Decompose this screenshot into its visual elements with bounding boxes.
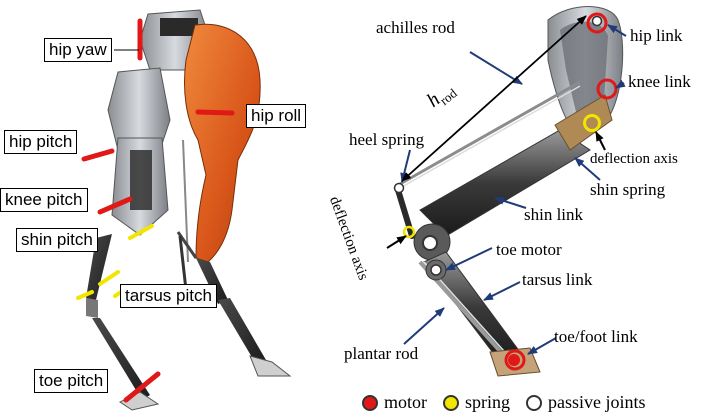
label-plantar-rod: plantar rod: [344, 344, 419, 363]
label-heel-spring: heel spring: [349, 130, 425, 149]
cassie-robot-illustration: [76, 9, 292, 411]
label-shin-pitch: shin pitch: [16, 228, 98, 252]
legend-item-spring: spring: [443, 392, 510, 413]
legend-motor-label: motor: [384, 392, 427, 412]
label-knee-link: knee link: [628, 72, 691, 91]
shin-link-arrow: [494, 196, 527, 209]
heel-passive-marker: [393, 182, 405, 194]
label-shin-spring: shin spring: [590, 180, 666, 199]
label-shin-link: shin link: [524, 205, 584, 224]
legend-passive-label: passive joints: [548, 392, 646, 412]
label-knee-pitch: knee pitch: [0, 188, 88, 212]
toe-motor-marker: [504, 349, 526, 371]
hip-link-motor-marker: [586, 12, 608, 34]
deflection-axis-right-arrow: [595, 131, 606, 151]
passive-dot-icon: [526, 394, 542, 411]
knee-link-motor-marker: [596, 78, 618, 100]
label-hip-pitch: hip pitch: [4, 130, 78, 154]
legend: motor spring passive joints: [362, 392, 662, 413]
toe-foot-link-arrow: [527, 337, 557, 355]
tarsus-link-arrow: [483, 281, 521, 301]
deflection-axis-left-arrow: [386, 235, 407, 249]
label-hip-roll: hip roll: [246, 104, 307, 128]
motor-dot-icon: [362, 394, 378, 411]
legend-item-motor: motor: [362, 392, 427, 413]
plantar-rod-arrow: [403, 307, 445, 345]
hip-link-arrow: [607, 24, 627, 37]
label-tarsus-pitch: tarsus pitch: [120, 284, 217, 308]
hip-link-passive-marker: [591, 15, 603, 27]
knee-link-arrow: [615, 79, 626, 89]
h-rod-dimension: [401, 15, 587, 182]
label-toe-pitch: toe pitch: [34, 369, 109, 393]
toe-motor-arrow: [445, 247, 493, 271]
tarsus-passive-marker: [430, 264, 442, 276]
knee-passive-marker: [422, 235, 438, 251]
legend-spring-label: spring: [465, 392, 510, 412]
heel-spring-marker: [402, 225, 416, 239]
label-tarsus-link: tarsus link: [522, 270, 593, 289]
legend-item-passive: passive joints: [526, 392, 646, 413]
label-deflection-axis-right: deflection axis: [590, 151, 678, 167]
leg-illustration: [395, 6, 624, 377]
label-hip-yaw: hip yaw: [44, 38, 112, 62]
label-hip-link: hip link: [630, 26, 683, 45]
label-toe-motor: toe motor: [496, 240, 562, 259]
label-toe-foot-link: toe/foot link: [554, 327, 638, 346]
spring-dot-icon: [443, 394, 459, 411]
label-achilles-rod: achilles rod: [376, 18, 455, 37]
